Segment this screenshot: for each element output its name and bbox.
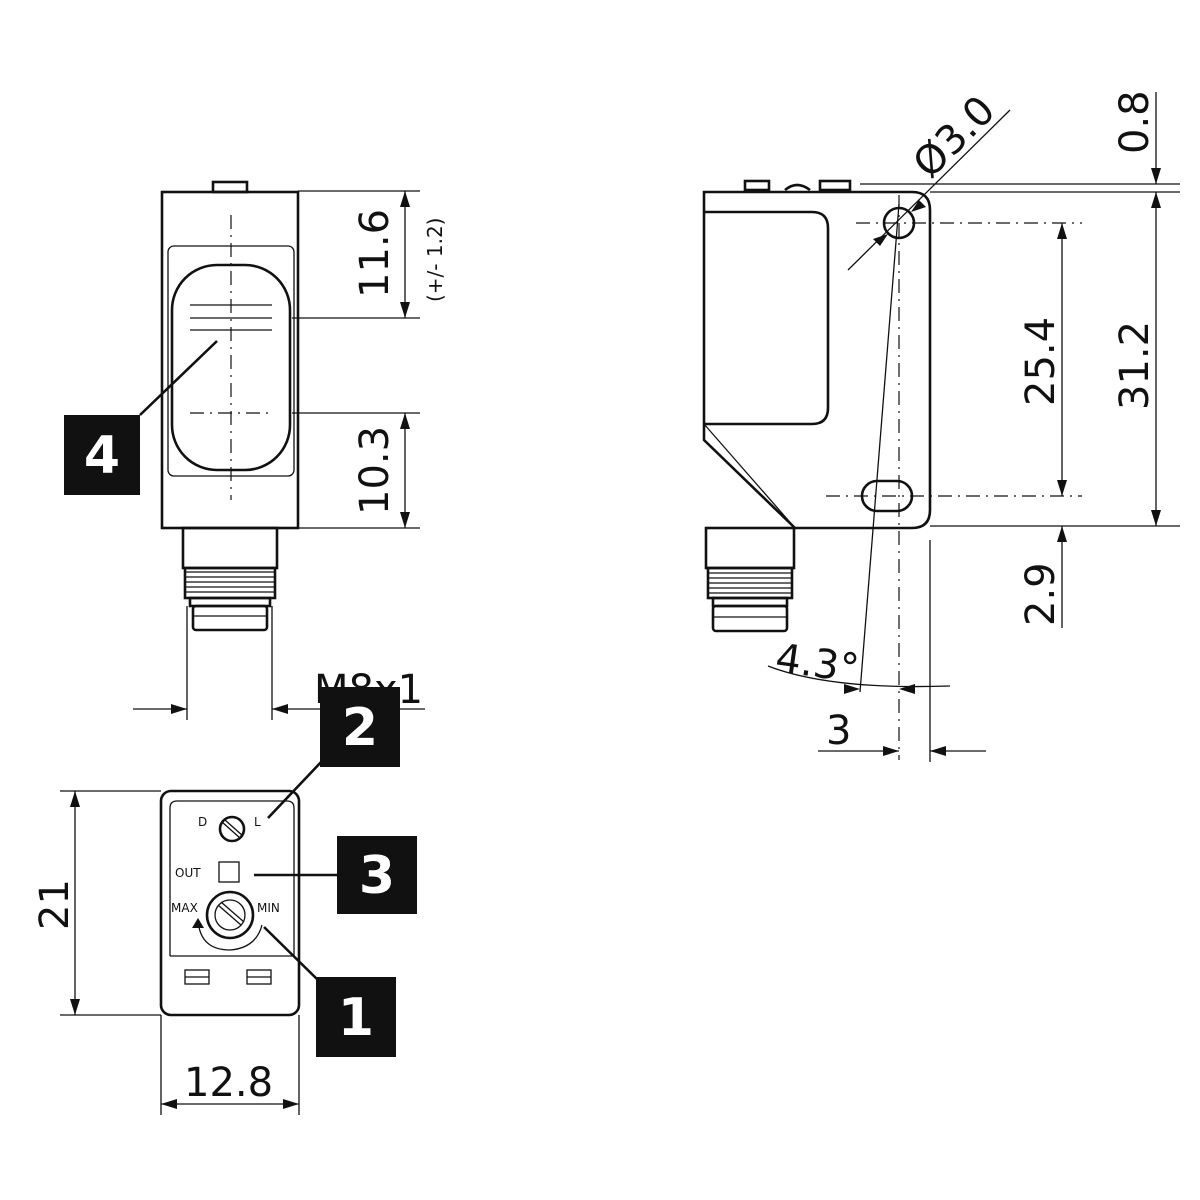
label-max: MAX [171, 901, 198, 915]
dim-label-total-height: 31.2 [1112, 321, 1158, 410]
label-output: OUT [175, 866, 201, 880]
side-connector [704, 526, 796, 633]
dim-label-angle: 4.3° [773, 635, 862, 692]
callout-4-box [64, 415, 140, 495]
dl-switch [218, 815, 246, 843]
callout-4-label: 4 [84, 426, 120, 486]
bottom-view: D L OUT MAX MIN 21 12.8 [32, 789, 301, 1115]
callout-1: 1 [263, 926, 396, 1057]
output-indicator [218, 861, 240, 883]
callout-1-label: 1 [338, 988, 374, 1048]
callout-3-box [337, 836, 417, 914]
callout-3: 3 [254, 836, 417, 914]
front-top-tab [211, 180, 249, 194]
callout-3-label: 3 [359, 846, 395, 906]
label-dark: D [198, 815, 207, 829]
sensitivity-knob [205, 890, 255, 940]
dim-label-bottom-offset: 2.9 [1018, 562, 1064, 626]
dim-label-10-3: 10.3 [352, 426, 398, 515]
side-view: Ø3.0 0.8 31.2 25.4 2.9 4.3° 3 [702, 87, 1180, 762]
dim-label-top-offset: 0.8 [1112, 90, 1158, 154]
dim-label-offset-x: 3 [826, 708, 851, 754]
callout-1-box [316, 977, 396, 1057]
side-lens-face [704, 210, 830, 426]
side-housing [702, 190, 932, 530]
dim-label-hole-diameter: Ø3.0 [905, 87, 1005, 187]
front-view: 11.6 (+/- 1.2) 10.3 M8x1 [133, 180, 447, 720]
dim-label-hole-spacing: 25.4 [1018, 317, 1064, 406]
label-min: MIN [257, 901, 280, 915]
bottom-housing [159, 789, 301, 1017]
dim-label-11-6: 11.6 [352, 209, 398, 298]
front-connector [181, 526, 279, 632]
dim-tolerance: (+/- 1.2) [423, 218, 447, 302]
front-housing [160, 190, 300, 530]
dim-label-12-8: 12.8 [184, 1060, 273, 1106]
callout-2: 2 [267, 687, 400, 819]
callout-4: 4 [64, 340, 218, 495]
label-light: L [254, 815, 261, 829]
callout-2-box [320, 687, 400, 767]
dim-label-21: 21 [32, 879, 78, 930]
bottom-control-panel [169, 800, 295, 956]
callout-2-label: 2 [342, 698, 378, 758]
